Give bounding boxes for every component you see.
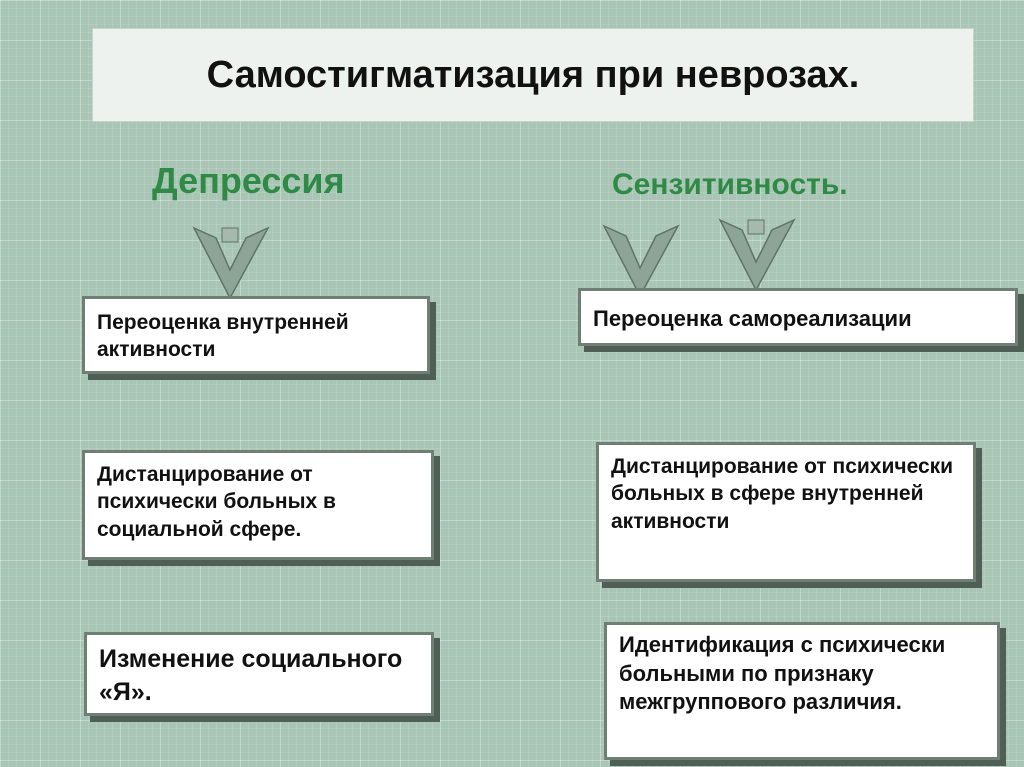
card-text: Идентификация с психически больными по п… [619,632,946,715]
card-change-social-self: Изменение социального «Я». [84,632,434,716]
title-box: Самостигматизация при неврозах. [92,28,974,122]
card-distancing-internal-activity: Дистанцирование от психически больных в … [596,442,976,582]
card-distancing-social-sphere: Дистанцирование от психически больных в … [82,450,434,560]
card-overestimation-internal-activity: Переоценка внутренней активности [82,296,430,374]
heading-depression: Депрессия [152,160,345,201]
card-text: Переоценка внутренней активности [97,311,349,362]
arrow-down-icon [192,226,270,300]
card-overestimation-self-realization: Переоценка самореализации [578,288,1018,346]
card-identification-mentally-ill: Идентификация с психически больными по п… [604,622,1000,760]
arrow-down-icon [718,218,796,292]
card-text: Изменение социального «Я». [99,645,403,706]
arrow-down-icon [602,224,680,298]
card-text: Дистанцирование от психически больных в … [611,455,954,533]
card-text: Дистанцирование от психически больных в … [97,463,336,541]
page-title: Самостигматизация при неврозах. [206,53,860,96]
heading-sensitivity: Сензитивность. [612,168,848,201]
card-text: Переоценка самореализации [593,306,912,331]
